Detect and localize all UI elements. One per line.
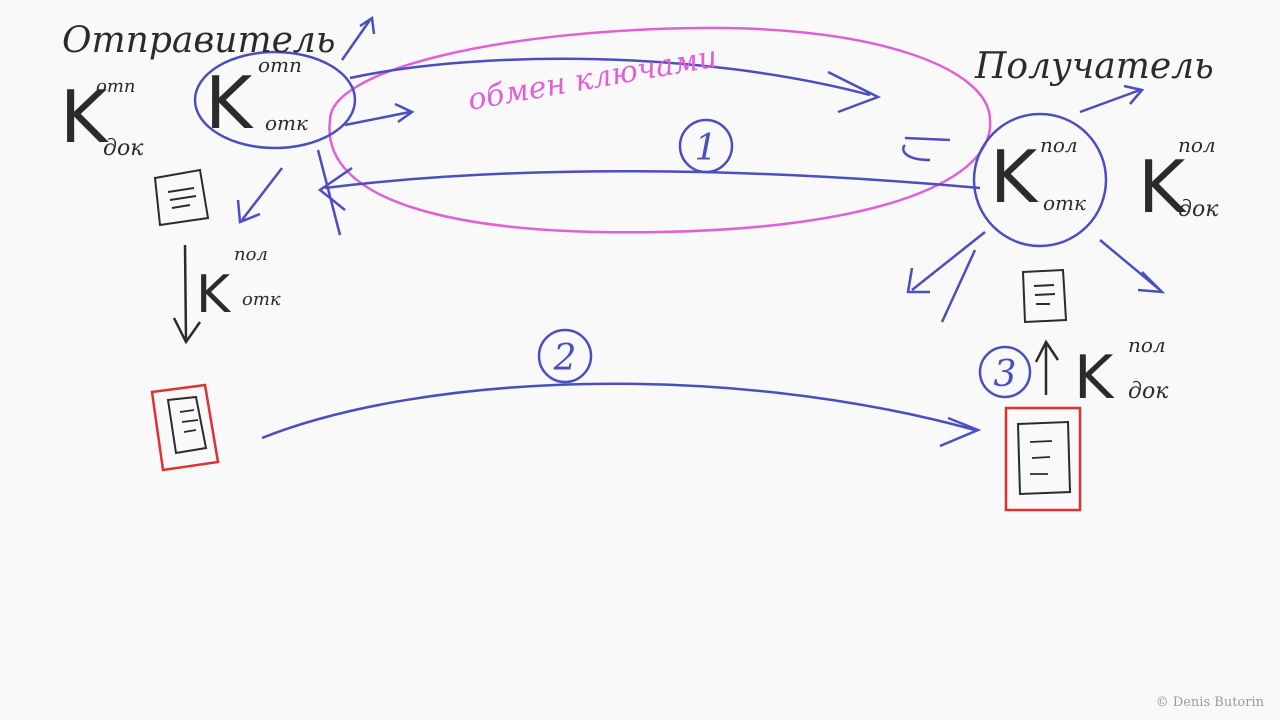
receiver-ray-upright: [1079, 84, 1145, 114]
svg-text:док: док: [1178, 197, 1219, 222]
svg-text:пол: пол: [1040, 133, 1078, 157]
sender-document-icon: [153, 168, 210, 227]
arrow-down-sender: [172, 244, 202, 345]
step-3-circle: [978, 345, 1032, 399]
svg-text:отк: отк: [1043, 191, 1086, 215]
step-2-number: 2: [553, 338, 577, 379]
arrowhead-receiver-to-sender: [317, 166, 353, 211]
svg-text:док: док: [1128, 379, 1169, 404]
svg-text:отк: отк: [265, 111, 308, 135]
svg-text:пол: пол: [1178, 133, 1216, 157]
arrow-receiver-to-sender: [324, 169, 981, 190]
receiver-document-icon: [1021, 268, 1068, 324]
receiver-title: Получатель: [974, 46, 1214, 87]
svg-text:K: K: [196, 265, 232, 325]
encrypted-document-icon: [150, 383, 220, 472]
step-3-number: 3: [994, 354, 1017, 395]
svg-text:пол: пол: [1128, 333, 1166, 357]
step-1-circle: [678, 118, 734, 174]
svg-text:K: K: [990, 135, 1039, 219]
receiver-doc-key: K пол док: [1138, 133, 1219, 229]
sender-ray-down: [316, 149, 342, 236]
received-document-icon: [1004, 406, 1082, 512]
svg-text:K: K: [1138, 145, 1187, 229]
receiver-ray-down: [940, 249, 977, 323]
received-open-key: K пол отк: [196, 244, 281, 325]
arrow-up-receiver: [1034, 339, 1060, 395]
receiver-open-key: K пол отк: [990, 133, 1086, 219]
key-exchange-ellipse: [328, 26, 992, 234]
arrowhead-send-encrypted: [939, 416, 982, 448]
svg-text:отп: отп: [96, 76, 136, 97]
svg-text:док: док: [103, 136, 144, 161]
sender-ray-up: [340, 15, 376, 61]
svg-text:K: K: [60, 75, 109, 159]
receiver-ray-downright: [1099, 239, 1166, 294]
step-2-circle: [537, 328, 593, 384]
svg-text:отк: отк: [242, 289, 281, 310]
svg-text:пол: пол: [234, 244, 268, 265]
sender-key-circle: [193, 50, 357, 150]
svg-text:K: K: [1074, 343, 1115, 413]
arrowhead-sender-to-receiver: [827, 70, 882, 114]
svg-text:отп: отп: [258, 53, 302, 77]
step-1-number: 1: [695, 128, 718, 169]
svg-text:K: K: [205, 61, 254, 145]
key-exchange-label: обмен ключами: [465, 40, 720, 118]
decrypt-doc-key: K пол док: [1074, 333, 1169, 413]
receiver-key-circle: [972, 112, 1108, 248]
sender-ray-left: [236, 167, 283, 224]
sender-doc-key: K отп док: [60, 75, 144, 161]
arrow-sender-to-receiver: [349, 57, 871, 97]
sender-title: Отправитель: [62, 20, 335, 61]
sender-open-key: K отп отк: [205, 53, 308, 145]
arrow-send-encrypted: [261, 382, 976, 440]
copyright-label: © Denis Butorin: [1155, 695, 1264, 710]
receiver-ray-left: [902, 136, 951, 162]
receiver-ray-downleft: [906, 231, 986, 294]
sender-ray-right: [344, 102, 415, 127]
